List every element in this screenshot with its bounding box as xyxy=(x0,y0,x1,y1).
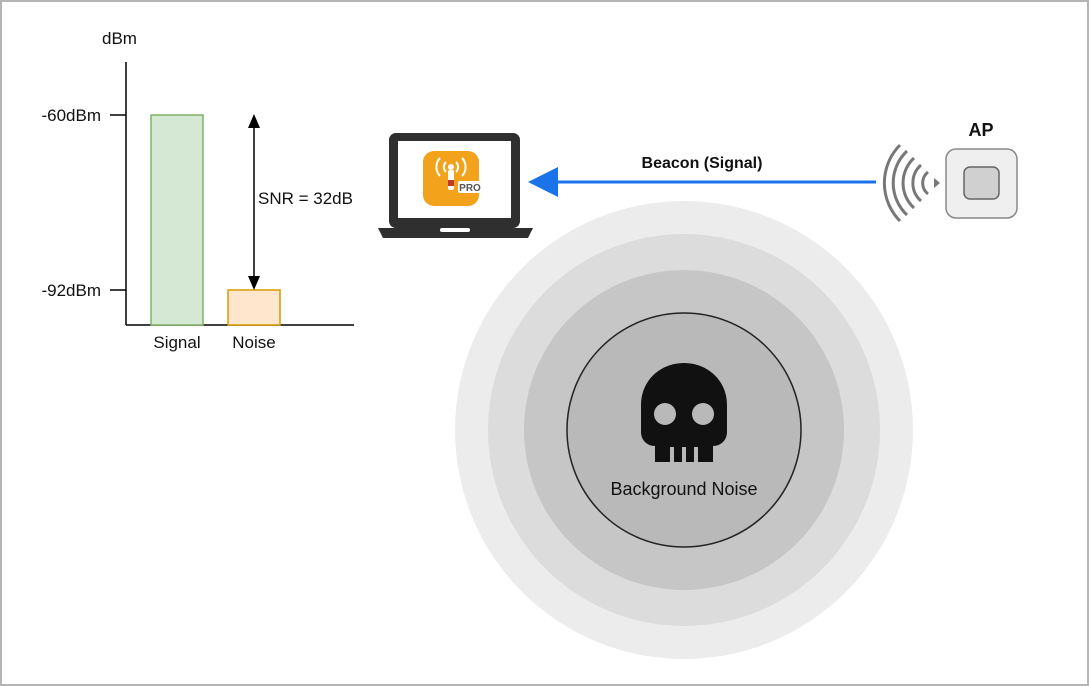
snr-double-arrow xyxy=(248,114,260,290)
skull-icon xyxy=(641,363,727,462)
access-point-icon xyxy=(945,148,1018,219)
snr-label: SNR = 32dB xyxy=(258,189,353,208)
beacon-label: Beacon (Signal) xyxy=(642,155,763,172)
y-axis-unit-label: dBm xyxy=(102,29,137,48)
tick-label-60: -60dBm xyxy=(41,106,101,125)
app-pro-badge: PRO xyxy=(459,183,481,194)
wifi-waves-icon xyxy=(882,143,940,223)
noise-bar xyxy=(227,289,281,326)
snr-chart: dBm -60dBm -92dBm Signal Noise SNR = 32d… xyxy=(41,29,354,352)
noise-bar-label: Noise xyxy=(232,333,275,352)
ap-label: AP xyxy=(968,120,993,140)
signal-bar-label: Signal xyxy=(153,333,200,352)
tick-label-92: -92dBm xyxy=(41,281,101,300)
background-noise-label: Background Noise xyxy=(610,479,757,499)
signal-bar xyxy=(150,114,204,326)
wifi-explorer-app-icon: PRO xyxy=(423,151,482,206)
